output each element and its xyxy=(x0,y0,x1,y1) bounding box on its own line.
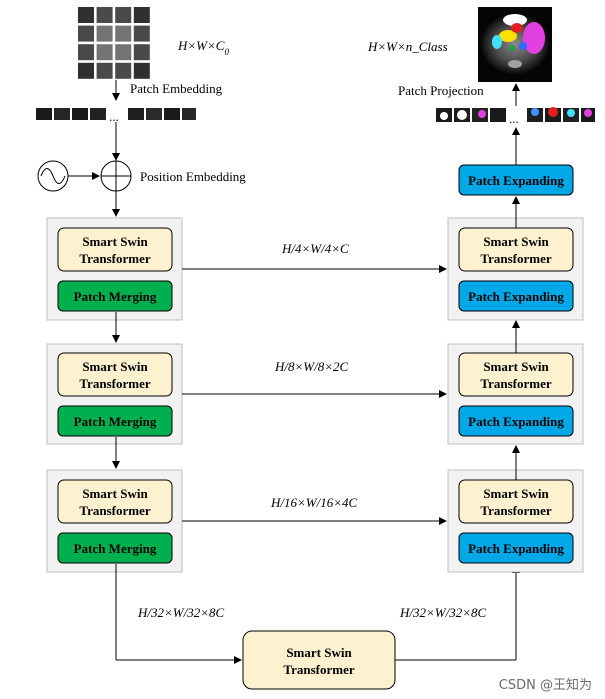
patch-merging-block xyxy=(57,532,173,564)
svg-text:Transformer: Transformer xyxy=(79,376,150,391)
svg-text:Patch Merging: Patch Merging xyxy=(74,414,157,429)
svg-text:Smart Swin: Smart Swin xyxy=(483,359,549,374)
svg-text:Patch Expanding: Patch Expanding xyxy=(468,289,564,304)
input-patch-cell xyxy=(115,62,132,79)
input-patch-cell xyxy=(78,62,94,79)
position-embedding-label: Position Embedding xyxy=(140,169,246,184)
svg-text:Transformer: Transformer xyxy=(480,503,551,518)
decoder-stage-3: Smart Swin Transformer Patch Expanding xyxy=(447,469,584,573)
input-patch-cell xyxy=(96,44,113,61)
svg-text:Smart Swin: Smart Swin xyxy=(82,234,148,249)
encoder-stage-1: Smart Swin Transformer Patch Merging xyxy=(46,217,183,321)
input-patch-cell xyxy=(78,25,94,42)
patch-expanding-block xyxy=(458,532,574,564)
encoder-stage-3: Smart Swin Transformer Patch Merging xyxy=(46,469,183,573)
svg-text:Smart Swin: Smart Swin xyxy=(483,486,549,501)
patch-token-strip-left xyxy=(36,108,196,120)
input-patch-cell xyxy=(78,44,94,61)
watermark: CSDN @王知为 xyxy=(499,677,592,693)
smart-swin-transformer-block xyxy=(57,479,173,524)
patch-merging-block xyxy=(57,405,173,437)
input-patch-cell xyxy=(96,25,113,42)
input-dims-label: H×W×C0 xyxy=(177,38,229,57)
bottleneck-input-dims: H/32×W/32×8C xyxy=(137,605,224,620)
add-icon xyxy=(100,160,132,192)
input-patch-cell xyxy=(133,62,150,79)
patch-token-ellipsis-right: ... xyxy=(509,111,519,126)
skip-dims-1: H/4×W/4×C xyxy=(281,241,349,256)
input-patch-cell xyxy=(133,7,150,23)
svg-text:Transformer: Transformer xyxy=(283,662,354,677)
skip-dims-2: H/8×W/8×2C xyxy=(274,359,348,374)
input-patch-cell xyxy=(78,7,94,23)
svg-text:Patch Expanding: Patch Expanding xyxy=(468,173,564,188)
input-patch-cell xyxy=(115,44,132,61)
svg-text:Patch Expanding: Patch Expanding xyxy=(468,541,564,556)
svg-text:Patch Merging: Patch Merging xyxy=(74,541,157,556)
bottleneck-output-dims: H/32×W/32×8C xyxy=(399,605,486,620)
svg-text:Patch Expanding: Patch Expanding xyxy=(468,414,564,429)
svg-text:Smart Swin: Smart Swin xyxy=(82,359,148,374)
input-patch-cell xyxy=(133,25,150,42)
smart-swin-transformer-block xyxy=(57,352,173,397)
svg-text:Transformer: Transformer xyxy=(480,376,551,391)
input-patch-cell xyxy=(96,62,113,79)
patch-token-ellipsis-left: ... xyxy=(109,109,119,124)
input-patch-cell xyxy=(133,44,150,61)
input-image-grid xyxy=(78,7,150,79)
smart-swin-transformer-block xyxy=(57,227,173,272)
input-patch-cell xyxy=(115,25,132,42)
svg-text:Patch Merging: Patch Merging xyxy=(74,289,157,304)
output-segmentation-image xyxy=(478,7,552,82)
output-dims-label: H×W×n_Class xyxy=(367,39,448,54)
sine-wave-icon xyxy=(37,160,69,192)
encoder-stage-2: Smart Swin Transformer Patch Merging xyxy=(46,343,183,445)
patch-embedding-label: Patch Embedding xyxy=(130,81,223,96)
svg-text:Smart Swin: Smart Swin xyxy=(82,486,148,501)
decoder-stage-2: Smart Swin Transformer Patch Expanding xyxy=(447,343,584,445)
svg-text:Smart Swin: Smart Swin xyxy=(286,645,352,660)
svg-text:Transformer: Transformer xyxy=(480,251,551,266)
patch-projection-label: Patch Projection xyxy=(398,83,484,98)
bottleneck-smart-swin-transformer xyxy=(242,630,396,690)
patch-token-strip-right xyxy=(436,107,595,122)
input-patch-cell xyxy=(115,7,132,23)
decoder-stage-1: Smart Swin Transformer Patch Expanding xyxy=(447,217,584,321)
patch-expanding-block xyxy=(458,280,574,312)
patch-expanding-block xyxy=(458,405,574,437)
patch-merging-block xyxy=(57,280,173,312)
skip-dims-3: H/16×W/16×4C xyxy=(270,495,357,510)
input-patch-cell xyxy=(96,7,113,23)
svg-text:Transformer: Transformer xyxy=(79,251,150,266)
svg-text:Smart Swin: Smart Swin xyxy=(483,234,549,249)
svg-text:Transformer: Transformer xyxy=(79,503,150,518)
